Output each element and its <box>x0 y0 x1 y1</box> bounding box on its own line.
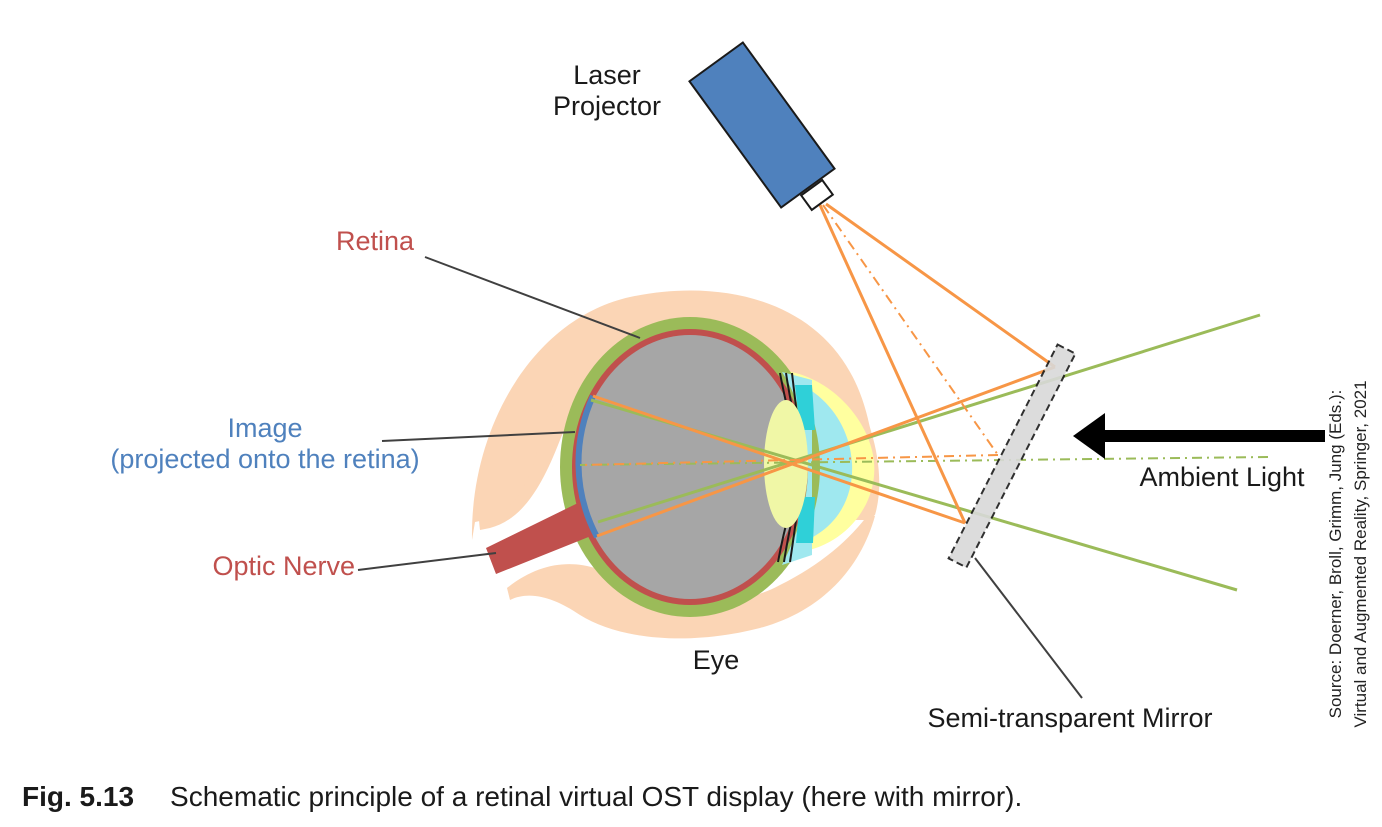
vitreous-body <box>578 335 802 599</box>
laser-projector-label-line1: Laser <box>573 60 641 90</box>
eyelid-skin-outer <box>471 290 876 540</box>
laser-center-rays <box>581 204 999 466</box>
laser-rays <box>592 202 1056 538</box>
caption-text: Schematic principle of a retinal virtual… <box>170 781 1023 812</box>
image-label: Image (projected onto the retina) <box>70 413 460 475</box>
ambient-light-label: Ambient Light <box>1139 462 1305 492</box>
laser-projector <box>688 41 836 212</box>
optic-nerve-label: Optic Nerve <box>212 551 355 581</box>
eye-label: Eye <box>692 645 740 675</box>
source-line2: Virtual and Augmented Reality, Springer,… <box>1351 380 1370 728</box>
leader-lines <box>357 256 1083 699</box>
source-attribution: Source: Doerner, Broll, Grimm, Jung (Eds… <box>1323 360 1373 748</box>
ambient-light-arrow <box>1073 413 1325 459</box>
lower-eyelid-skin <box>507 512 875 639</box>
laser-projector-label: Laser Projector <box>522 60 692 122</box>
caption-number: Fig. 5.13 <box>22 781 135 812</box>
semi-transparent-mirror <box>947 343 1077 569</box>
mirror-label: Semi-transparent Mirror <box>927 703 1213 733</box>
ambient-center-ray <box>579 456 1269 466</box>
projected-image <box>575 394 600 539</box>
optic-nerve <box>486 502 596 574</box>
laser-projector-label-line2: Projector <box>552 91 662 122</box>
image-label-line1: Image <box>227 413 303 443</box>
figure-caption: Fig. 5.13 Schematic principle of a retina… <box>22 781 1022 813</box>
retina-label: Retina <box>335 226 415 256</box>
source-line1: Source: Doerner, Broll, Grimm, Jung (Eds… <box>1326 389 1345 719</box>
image-label-line2: (projected onto the retina) <box>110 444 420 475</box>
